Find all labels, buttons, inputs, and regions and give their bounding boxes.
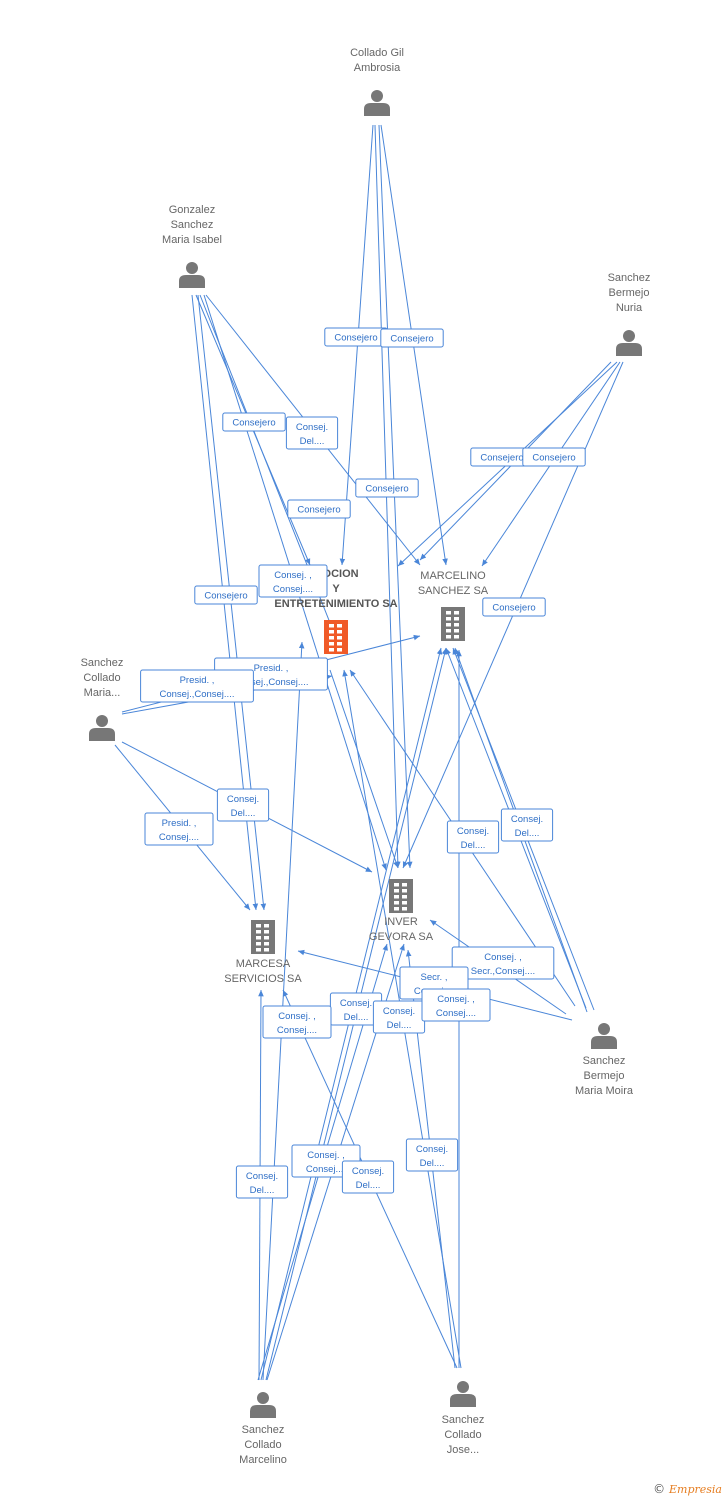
svg-text:Consejero: Consejero bbox=[492, 603, 535, 614]
svg-text:Consejero: Consejero bbox=[232, 418, 275, 429]
building-icon bbox=[324, 620, 348, 654]
edge-role-label[interactable]: Consej.Del.... bbox=[285, 416, 339, 450]
person-icon bbox=[250, 1392, 276, 1418]
svg-text:Consej. ,Consej....: Consej. ,Consej.... bbox=[277, 1011, 317, 1036]
copyright-notice: © Empresia bbox=[653, 1482, 722, 1496]
svg-text:Consejero: Consejero bbox=[297, 505, 340, 516]
edge-role-label[interactable]: Consejero bbox=[222, 412, 286, 432]
edge-role-label[interactable]: Presid. ,Consej.... bbox=[144, 812, 214, 846]
svg-text:Consej.Del....: Consej.Del.... bbox=[352, 1166, 384, 1191]
svg-text:Consejero: Consejero bbox=[390, 334, 433, 345]
edge-role-label[interactable]: Consej. ,Secr.,Consej.... bbox=[451, 946, 555, 980]
person-icon bbox=[616, 330, 642, 356]
svg-text:Consej.Del....: Consej.Del.... bbox=[511, 814, 543, 839]
edge-role-label[interactable]: Consej.Del.... bbox=[405, 1138, 459, 1172]
svg-text:Consej.Del....: Consej.Del.... bbox=[383, 1006, 415, 1031]
svg-text:Consej. ,Consej....: Consej. ,Consej.... bbox=[306, 1150, 346, 1175]
relationship-edge bbox=[329, 669, 399, 869]
svg-text:Consej.Del....: Consej.Del.... bbox=[416, 1144, 448, 1169]
svg-text:Presid. ,Consej.,Consej....: Presid. ,Consej.,Consej.... bbox=[234, 663, 309, 688]
svg-text:Consej. ,Consej....: Consej. ,Consej.... bbox=[273, 570, 313, 595]
svg-text:Consej.Del....: Consej.Del.... bbox=[246, 1171, 278, 1196]
svg-text:Consej. ,Secr.,Consej....: Consej. ,Secr.,Consej.... bbox=[471, 952, 535, 977]
edge-role-label[interactable]: Consej. ,Consej.... bbox=[262, 1005, 332, 1039]
svg-text:Consejero: Consejero bbox=[204, 591, 247, 602]
edge-role-label[interactable]: Consej.Del.... bbox=[216, 788, 270, 822]
svg-text:Consej.Del....: Consej.Del.... bbox=[227, 794, 259, 819]
edge-role-label[interactable]: Presid. ,Consej.,Consej.... bbox=[140, 669, 254, 703]
svg-text:Consej. ,Consej....: Consej. ,Consej.... bbox=[436, 994, 476, 1019]
edge-role-label[interactable]: Consej.Del.... bbox=[235, 1165, 289, 1199]
svg-text:Consej.Del....: Consej.Del.... bbox=[457, 826, 489, 851]
svg-text:Consejero: Consejero bbox=[480, 453, 523, 464]
svg-text:Consej.Del....: Consej.Del.... bbox=[340, 998, 372, 1023]
edge-role-label[interactable]: Consej.Del.... bbox=[446, 820, 500, 854]
edge-role-label[interactable]: Consej.Del.... bbox=[372, 1000, 426, 1034]
edge-role-label[interactable]: Consej. ,Consej.... bbox=[421, 988, 491, 1022]
svg-text:Consej.Del....: Consej.Del.... bbox=[296, 422, 328, 447]
person-icon bbox=[591, 1023, 617, 1049]
edge-role-label[interactable]: Consejero bbox=[324, 327, 388, 347]
edge-role-label[interactable]: Consejero bbox=[287, 499, 351, 519]
edge-role-label[interactable]: Consej.Del.... bbox=[500, 808, 554, 842]
edge-role-label[interactable]: Consejero bbox=[380, 328, 444, 348]
person-icon bbox=[450, 1381, 476, 1407]
copyright-symbol: © bbox=[653, 1482, 666, 1496]
building-icon bbox=[441, 607, 465, 641]
person-icon bbox=[89, 715, 115, 741]
empresia-logo[interactable]: Empresia bbox=[669, 1483, 722, 1496]
svg-text:Consejero: Consejero bbox=[365, 484, 408, 495]
edge-role-label[interactable]: Consej.Del.... bbox=[341, 1160, 395, 1194]
edge-role-label[interactable]: Consej. ,Consej.... bbox=[258, 564, 328, 598]
svg-text:Presid. ,Consej....: Presid. ,Consej.... bbox=[159, 818, 199, 843]
svg-text:Consejero: Consejero bbox=[532, 453, 575, 464]
person-icon bbox=[364, 90, 390, 116]
person-icon bbox=[179, 262, 205, 288]
edge-role-label[interactable]: Consejero bbox=[522, 447, 586, 467]
svg-text:Consejero: Consejero bbox=[334, 333, 377, 344]
building-icon bbox=[389, 879, 413, 913]
building-icon bbox=[251, 920, 275, 954]
edge-role-label[interactable]: Consejero bbox=[194, 585, 258, 605]
svg-text:Presid. ,Consej.,Consej....: Presid. ,Consej.,Consej.... bbox=[160, 675, 235, 700]
edge-role-label[interactable]: Consejero bbox=[355, 478, 419, 498]
edge-role-label[interactable]: Consejero bbox=[482, 597, 546, 617]
